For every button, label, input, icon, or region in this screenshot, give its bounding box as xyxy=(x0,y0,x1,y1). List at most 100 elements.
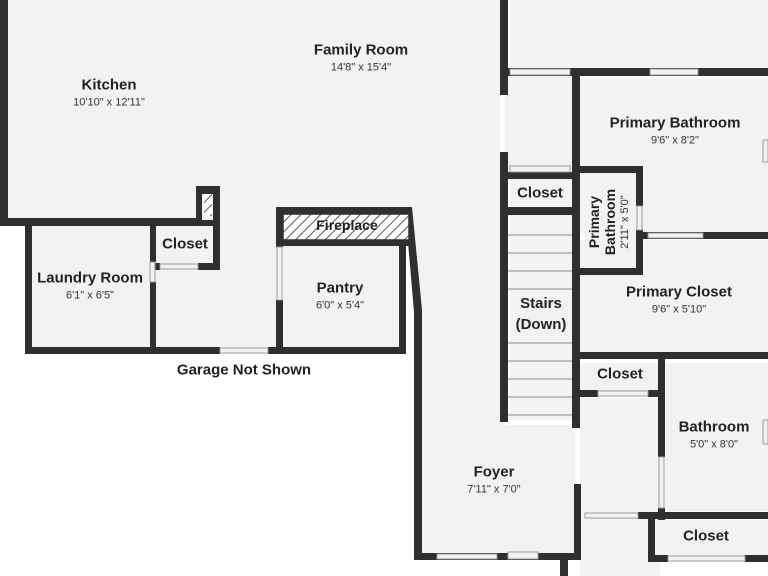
room-name: Stairs xyxy=(520,294,562,312)
wall xyxy=(276,207,283,247)
primary-bathroom-label: Primary Bathroom 9'6" x 8'2" xyxy=(610,115,741,148)
wall xyxy=(745,555,768,562)
room-name: Closet xyxy=(517,184,563,202)
wall xyxy=(500,152,508,422)
wall xyxy=(578,352,768,359)
room-name: Primary Closet xyxy=(626,283,732,301)
doorway xyxy=(584,512,639,519)
kitchen-label: Kitchen 10'10" x 12'11" xyxy=(73,77,145,110)
room-subtitle: (Down) xyxy=(515,316,567,333)
foyer-label: Foyer 7'11" x 7'0" xyxy=(467,464,520,497)
wall xyxy=(150,220,220,226)
window xyxy=(762,139,768,163)
doorway xyxy=(649,68,699,76)
wall xyxy=(268,347,406,354)
doorway xyxy=(597,390,649,397)
wall xyxy=(150,282,156,352)
wall xyxy=(648,390,665,397)
wall xyxy=(578,390,598,397)
fireplace-hatch xyxy=(282,213,410,241)
doorway xyxy=(658,456,665,509)
wall xyxy=(658,352,665,457)
room-name: Primary Bathroom xyxy=(609,114,741,132)
wall xyxy=(276,207,412,214)
chimney-hatch xyxy=(204,194,212,216)
stairs-label: Stairs (Down) xyxy=(516,295,567,334)
room-name: Laundry Room xyxy=(37,269,143,287)
wall xyxy=(276,240,412,246)
doorway xyxy=(159,263,199,270)
note-text: Garage Not Shown xyxy=(176,361,312,379)
wall xyxy=(0,218,200,226)
room-dimensions: 9'6" x 5'10" xyxy=(651,303,707,316)
lower-hall-floor xyxy=(580,398,660,576)
top-right-floor xyxy=(510,0,768,72)
doorway xyxy=(219,347,269,354)
fireplace-label: Fireplace xyxy=(316,217,377,233)
wall xyxy=(196,186,202,226)
garage-note: Garage Not Shown xyxy=(177,361,311,378)
room-dimensions: 9'6" x 8'2" xyxy=(650,134,700,147)
window xyxy=(436,553,498,560)
openings xyxy=(149,68,768,562)
closet-bottom-floor xyxy=(655,520,768,556)
closet-bottom-label: Closet xyxy=(683,527,729,544)
bathroom-label: Bathroom 5'0" x 8'0" xyxy=(679,419,750,452)
doorway xyxy=(636,205,643,231)
hall-closet-label: Closet xyxy=(517,184,563,201)
wall xyxy=(572,68,580,428)
family-room-label: Family Room 14'8" x 15'4" xyxy=(314,42,408,75)
wall xyxy=(638,512,768,519)
room-name: Kitchen xyxy=(81,76,137,94)
wall xyxy=(636,166,643,206)
room-name: Foyer xyxy=(473,463,515,481)
laundry-floor xyxy=(30,226,152,350)
room-name: Family Room xyxy=(313,41,409,59)
room-dimensions: 2'11" x 5'0" xyxy=(619,195,632,249)
corridor-floor xyxy=(505,72,577,172)
wall xyxy=(500,0,508,95)
wall xyxy=(150,222,156,262)
wall xyxy=(505,172,580,179)
room-name: Closet xyxy=(162,235,208,253)
wall xyxy=(648,555,668,562)
laundry-room-label: Laundry Room 6'1" x 6'5" xyxy=(37,270,143,303)
front-door xyxy=(507,551,539,560)
room-dimensions: 6'0" x 5'4" xyxy=(315,299,365,312)
room-name: Pantry xyxy=(316,279,364,297)
doorway xyxy=(667,555,746,562)
room-name: Fireplace xyxy=(316,216,378,233)
stairs-floor xyxy=(510,215,572,420)
foyer-floor xyxy=(412,215,575,556)
wall xyxy=(574,484,581,560)
doorway xyxy=(509,165,571,173)
laundry-closet-label: Closet xyxy=(162,235,208,252)
wall xyxy=(198,263,220,270)
wall xyxy=(25,222,32,354)
room-name-line1: Primary xyxy=(586,195,603,249)
doorway xyxy=(509,68,571,76)
wall xyxy=(508,68,768,76)
wall xyxy=(643,232,768,239)
wall xyxy=(196,186,220,194)
wall xyxy=(578,166,643,173)
pantry-floor xyxy=(283,243,403,350)
wall xyxy=(213,186,220,270)
doorway xyxy=(149,261,156,283)
doorway xyxy=(276,246,283,301)
primary-closet-floor xyxy=(580,240,768,353)
closet-right-label: Closet xyxy=(597,365,643,382)
room-dimensions: 10'10" x 12'11" xyxy=(73,96,145,109)
wall xyxy=(560,555,568,576)
kitchen-family-floor xyxy=(0,0,500,222)
bathroom-floor xyxy=(665,363,768,511)
doorway xyxy=(647,232,704,239)
window xyxy=(762,419,768,445)
wall xyxy=(505,207,580,215)
primary-closet-label: Primary Closet 9'6" x 5'10" xyxy=(626,284,732,317)
wall xyxy=(578,268,643,275)
wall xyxy=(636,230,643,275)
room-name: Bathroom xyxy=(678,418,750,436)
